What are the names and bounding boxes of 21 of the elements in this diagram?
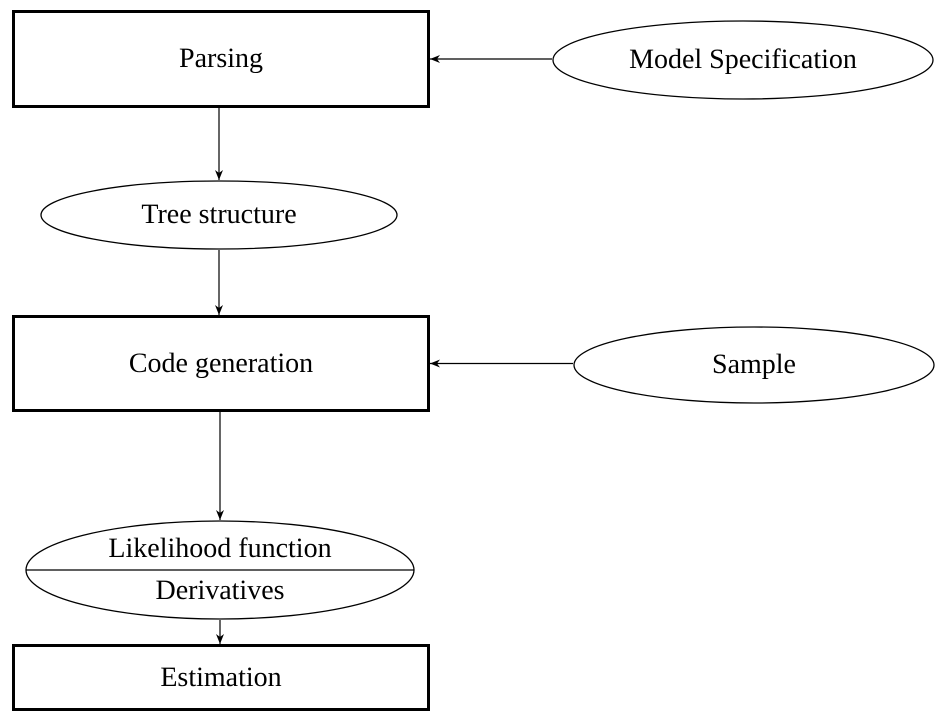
arrow bbox=[430, 55, 552, 63]
node-label: Likelihood function bbox=[107, 533, 333, 565]
arrow bbox=[215, 250, 223, 315]
node-label: Sample bbox=[711, 349, 797, 381]
arrow bbox=[215, 108, 223, 180]
arrow bbox=[216, 620, 224, 644]
data-ellipse bbox=[25, 520, 415, 620]
process-box bbox=[12, 644, 430, 711]
process-box bbox=[12, 315, 430, 412]
arrow bbox=[216, 412, 224, 520]
data-ellipse bbox=[552, 20, 934, 100]
data-ellipse bbox=[573, 326, 935, 404]
node-label: Model Specification bbox=[628, 44, 858, 76]
node-label: Code generation bbox=[128, 348, 314, 380]
node-label: Derivatives bbox=[154, 575, 286, 607]
node-label: Estimation bbox=[159, 662, 283, 694]
node-label: Parsing bbox=[178, 43, 264, 75]
data-ellipse bbox=[40, 180, 398, 250]
arrow bbox=[430, 360, 573, 368]
process-box bbox=[12, 10, 430, 108]
node-label: Tree structure bbox=[140, 199, 298, 231]
